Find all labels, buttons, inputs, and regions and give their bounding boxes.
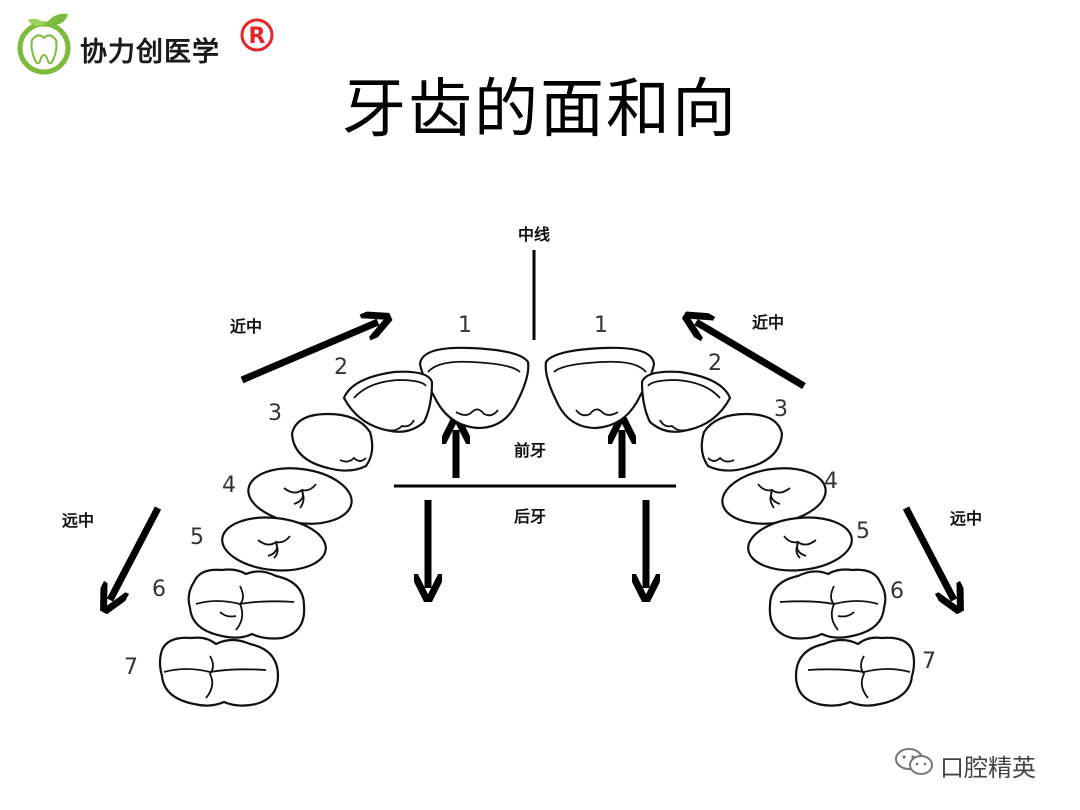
tooth-number-left-5: 5 [190,525,204,550]
midline-label: 中线 [518,225,550,244]
distal-arrow-left [110,506,162,600]
tooth-first-molar-right [768,568,887,640]
distal-label-right: 远中 [950,509,982,528]
mesial-arrow-left [240,322,378,384]
tooth-canine-right [700,412,784,472]
posterior-label: 后牙 [514,507,546,526]
tooth-number-left-3: 3 [268,401,282,426]
tooth-second-molar-right [794,636,916,707]
anterior-label: 前牙 [514,441,546,460]
mesial-label-left: 近中 [230,317,262,336]
tooth-lateral-incisor-right [640,370,732,433]
mesial-label-right: 近中 [752,313,784,332]
tooth-number-left-7: 7 [124,655,138,680]
tooth-number-right-5: 5 [856,519,870,544]
tooth-leaf-logo-icon [17,13,71,75]
tooth-number-right-6: 6 [890,579,904,604]
tooth-number-right-3: 3 [774,397,788,422]
tooth-first-molar-left [187,568,306,640]
watermark: 口腔精英 [894,746,1036,782]
tooth-second-premolar-left [221,516,327,572]
tooth-number-right-2: 2 [708,351,722,376]
tooth-second-premolar-right [747,516,853,572]
distal-label-left: 远中 [62,511,94,530]
registered-mark-icon: R [240,18,274,52]
tooth-number-left-4: 4 [222,473,236,498]
mesial-arrow-right [696,322,806,390]
brand-logo: 协力创医学 R [14,10,284,80]
page-title: 牙齿的面和向 [342,73,738,147]
tooth-number-left-6: 6 [152,577,166,602]
tooth-central-incisor-left [418,346,530,430]
svg-text:R: R [249,24,266,49]
tooth-number-left-2: 2 [334,355,348,380]
logo-text: 协力创医学 [80,37,220,68]
tooth-number-right-4: 4 [824,469,838,494]
tooth-lateral-incisor-left [342,370,434,433]
wechat-icon [895,748,933,775]
tooth-canine-left [290,412,374,472]
tooth-number-right-7: 7 [922,649,936,674]
watermark-text: 口腔精英 [940,754,1036,782]
distal-arrow-right [902,506,954,600]
tooth-second-molar-left [158,636,280,707]
tooth-number-right-1: 1 [594,313,608,338]
tooth-number-left-1: 1 [458,313,472,338]
tooth-central-incisor-right [544,346,656,430]
